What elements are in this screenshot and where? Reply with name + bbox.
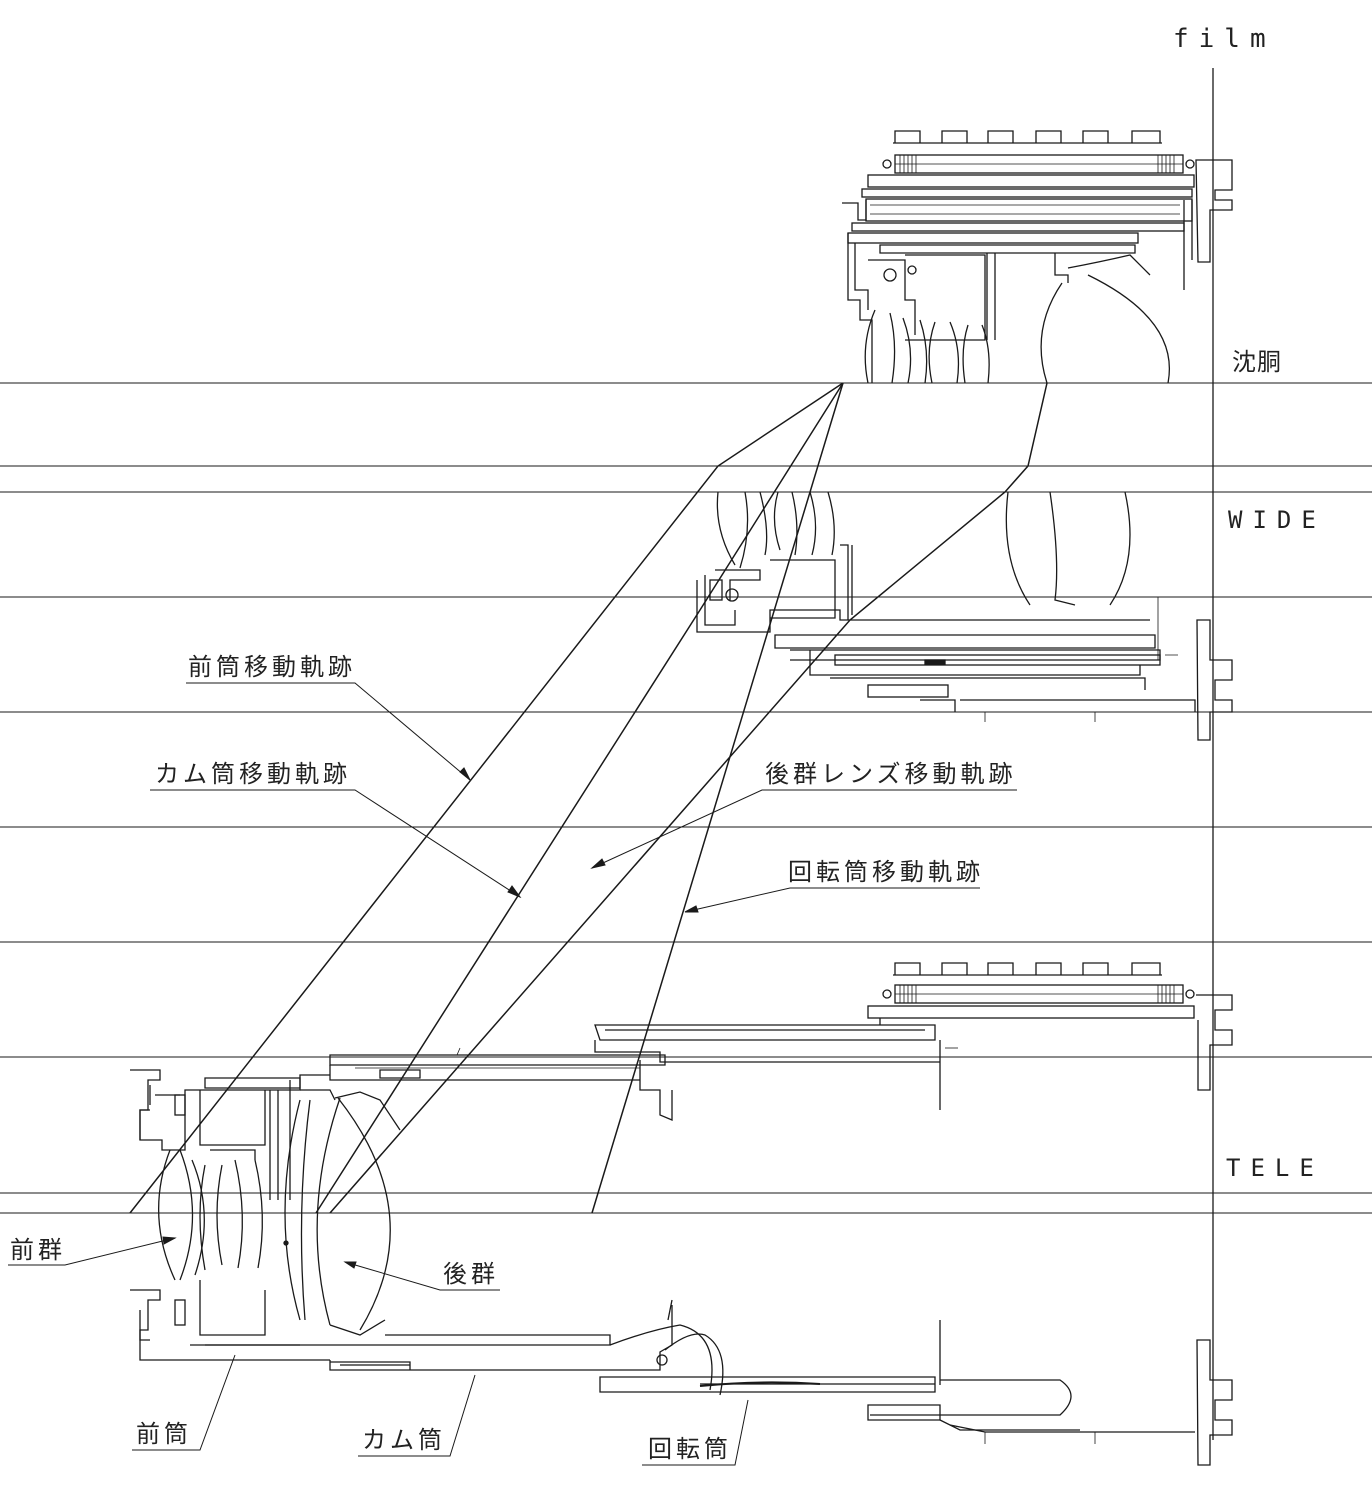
- cam-tube-track-label: カム筒移動軌跡: [155, 760, 351, 788]
- leader-lines: [8, 682, 1017, 1466]
- tele-label: TELE: [1226, 1154, 1324, 1182]
- rear-lens-trajectory: [329, 382, 1048, 1214]
- trajectory-lines: [129, 382, 1048, 1214]
- rotating-tube-label: 回転筒: [648, 1435, 732, 1463]
- front-tube-track-label: 前筒移動軌跡: [188, 653, 356, 681]
- rear-lens-track-label: 後群レンズ移動軌跡: [765, 760, 1017, 788]
- retracted-assembly: [842, 130, 1233, 384]
- rotating-tube-track-label: 回転筒移動軌跡: [788, 858, 984, 886]
- rotating-tube-trajectory: [591, 382, 844, 1214]
- front-tube-label: 前筒: [136, 1420, 192, 1448]
- tele-assembly: [130, 962, 1233, 1466]
- front-tube-trajectory: [129, 382, 844, 1214]
- cam-tube-label: カム筒: [362, 1426, 446, 1454]
- reference-lines: [0, 382, 1372, 1214]
- wide-assembly: [696, 491, 1233, 741]
- front-group-label: 前群: [10, 1236, 66, 1264]
- rear-group-label: 後群: [443, 1260, 499, 1288]
- retracted-label: 沈胴: [1232, 348, 1282, 376]
- film-label: film: [1173, 24, 1276, 54]
- wide-label: WIDE: [1228, 506, 1326, 534]
- cam-tube-trajectory: [315, 382, 844, 1214]
